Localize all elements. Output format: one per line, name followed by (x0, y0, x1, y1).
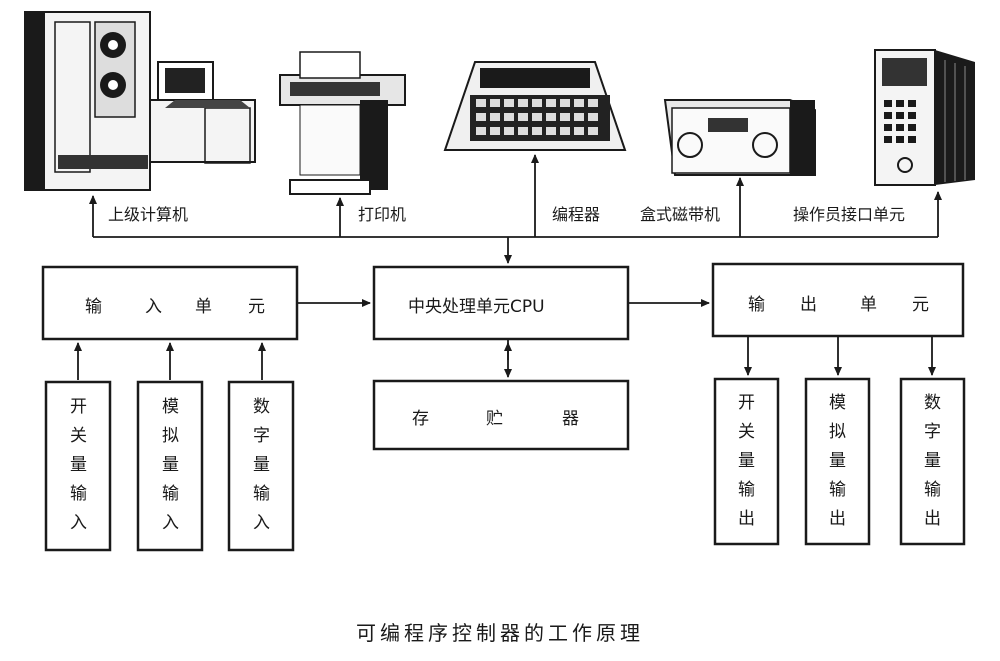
mainframe-computer-icon (24, 11, 256, 191)
module-char: 模 (829, 393, 846, 413)
cpu-unit: 中央处理单元CPU (372, 265, 630, 341)
input-unit-char: 单 (195, 297, 212, 317)
input-module-digital: 数 字 量 输 入 (227, 380, 295, 552)
cassette-tape-recorder-icon (663, 99, 816, 176)
output-unit-char: 元 (912, 295, 929, 315)
input-module-analog: 模 拟 量 输 入 (136, 380, 204, 552)
module-char: 关 (70, 426, 87, 446)
module-char: 输 (738, 480, 755, 500)
unit-connections (74, 299, 936, 380)
module-char: 量 (70, 455, 87, 475)
module-char: 字 (253, 426, 270, 446)
module-char: 出 (829, 509, 846, 529)
input-unit-char: 元 (248, 297, 265, 317)
output-unit: 输 出 单 元 (711, 262, 965, 338)
memory-unit-char: 存 (412, 409, 429, 429)
figure-caption: 可编程序控制器的工作原理 (356, 621, 644, 645)
label-printer: 打印机 (358, 205, 406, 224)
module-char: 数 (924, 393, 941, 413)
module-char: 出 (924, 509, 941, 529)
memory-unit-char: 器 (562, 409, 579, 429)
label-programmer: 编程器 (552, 205, 600, 224)
module-char: 入 (253, 513, 270, 533)
output-module-analog: 模 拟 量 输 出 (804, 377, 871, 546)
module-char: 量 (738, 451, 755, 471)
module-char: 开 (70, 397, 87, 417)
input-unit: 输 入 单 元 (41, 265, 299, 341)
label-host-computer: 上级计算机 (108, 205, 188, 224)
module-char: 拟 (829, 422, 846, 442)
output-unit-char: 出 (800, 295, 817, 315)
module-char: 量 (253, 455, 270, 475)
operator-panel-icon (874, 49, 975, 186)
memory-unit: 存 贮 器 (372, 379, 630, 451)
module-char: 字 (924, 422, 941, 442)
module-char: 输 (829, 480, 846, 500)
module-char: 量 (924, 451, 941, 471)
programmer-keyboard-icon (443, 61, 627, 151)
output-module-digital: 数 字 量 输 出 (899, 377, 966, 546)
module-char: 出 (738, 509, 755, 529)
module-char: 入 (70, 513, 87, 533)
cpu-unit-label: 中央处理单元CPU (408, 297, 545, 317)
module-char: 拟 (162, 426, 179, 446)
label-cassette: 盒式磁带机 (640, 205, 720, 224)
module-char: 输 (253, 484, 270, 504)
module-char: 开 (738, 393, 755, 413)
module-char: 模 (162, 397, 179, 417)
module-char: 输 (162, 484, 179, 504)
memory-unit-char: 贮 (486, 409, 503, 429)
input-module-switch: 开 关 量 输 入 (44, 380, 112, 552)
module-char: 关 (738, 422, 755, 442)
input-unit-char: 入 (145, 297, 162, 317)
output-module-switch: 开 关 量 输 出 (713, 377, 780, 546)
module-char: 输 (70, 484, 87, 504)
output-unit-char: 输 (748, 295, 765, 315)
module-char: 量 (829, 451, 846, 471)
system-bus (89, 154, 942, 264)
input-unit-char: 输 (85, 297, 102, 317)
module-char: 输 (924, 480, 941, 500)
output-unit-char: 单 (860, 295, 877, 315)
module-char: 入 (162, 513, 179, 533)
module-char: 数 (253, 397, 270, 417)
label-operator-interface: 操作员接口单元 (793, 205, 905, 224)
printer-icon (279, 51, 406, 195)
module-char: 量 (162, 455, 179, 475)
